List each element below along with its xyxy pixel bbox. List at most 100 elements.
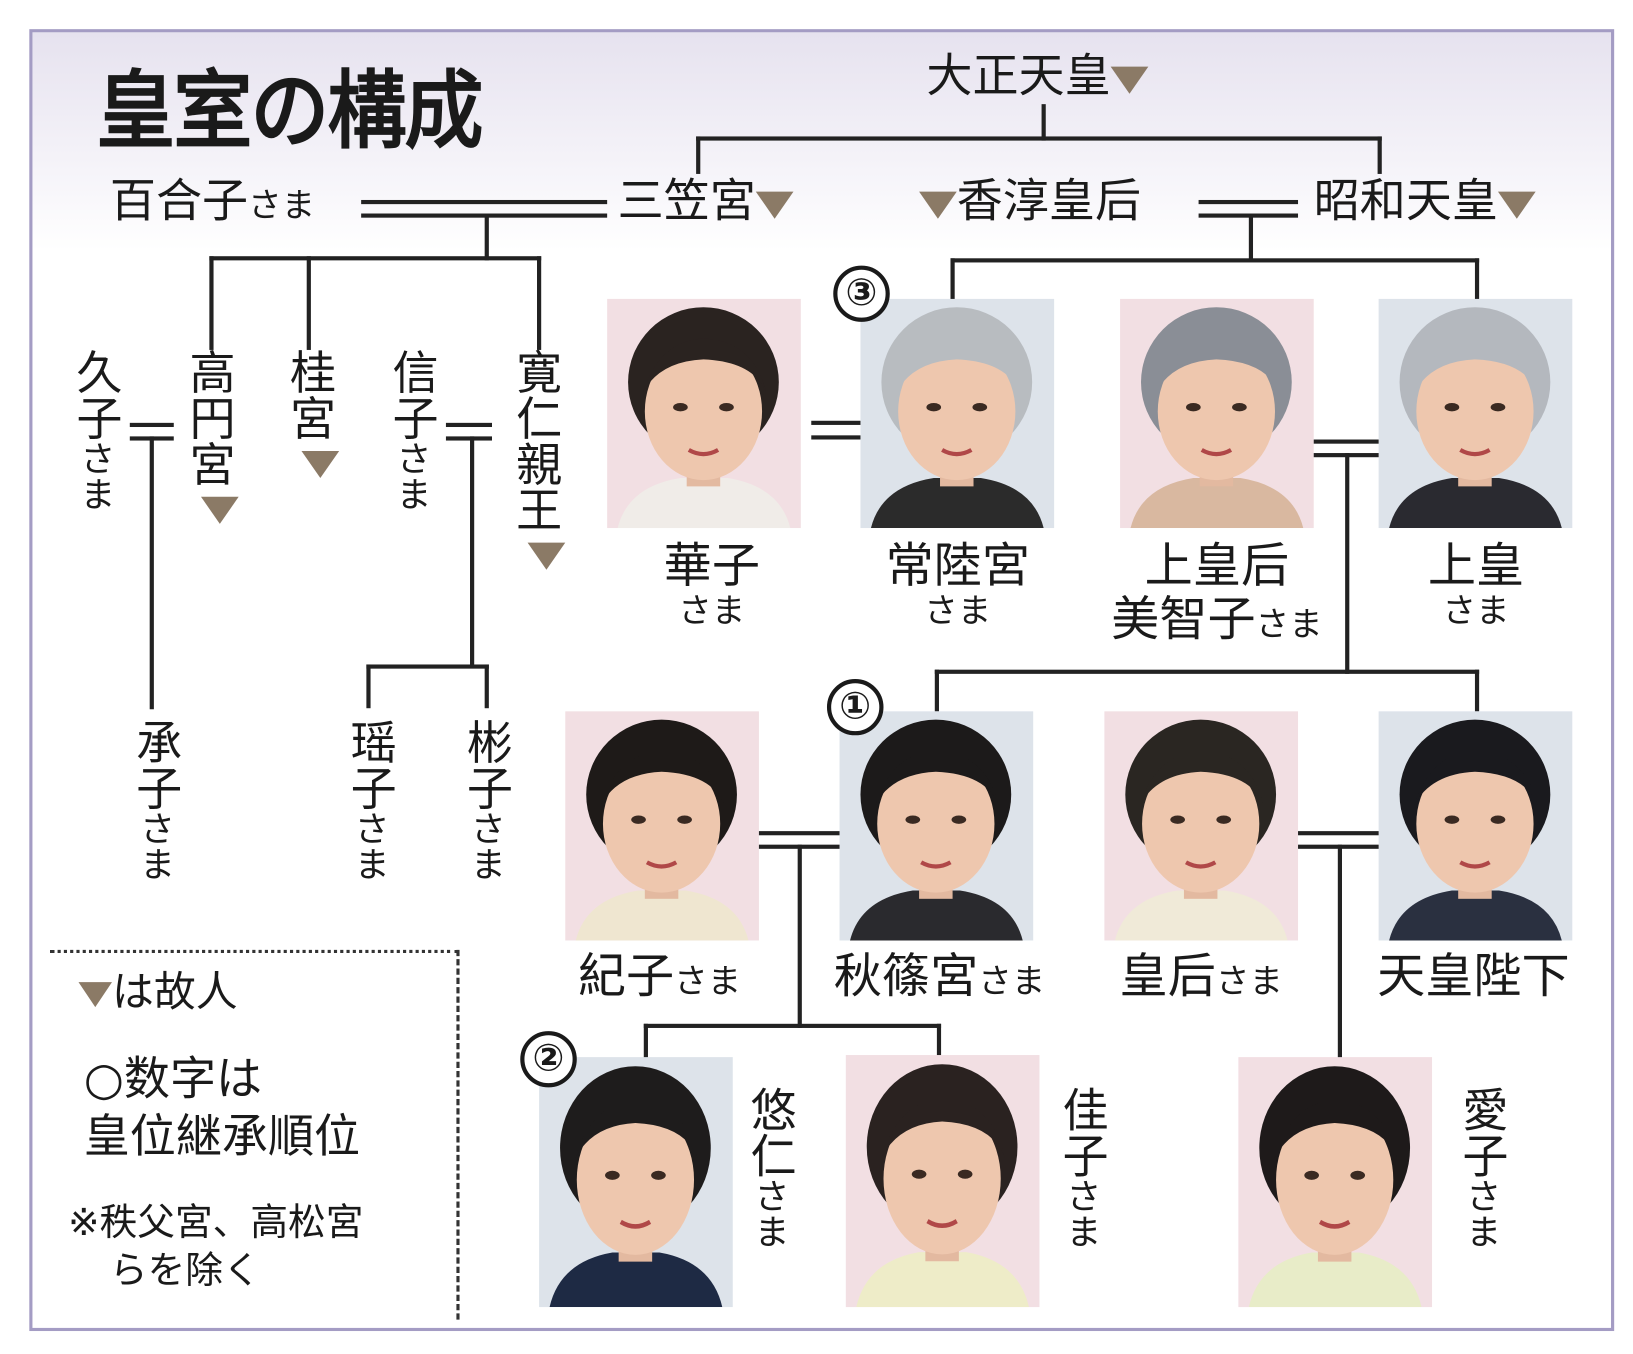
photo-kako: [845, 1055, 1040, 1308]
portrait-silhouette: [549, 1066, 723, 1308]
marriage-line: [1198, 213, 1299, 218]
line: [149, 436, 154, 710]
marriage-line: [758, 831, 840, 836]
name: 高円宮: [181, 348, 235, 487]
fringe: [881, 1098, 1005, 1159]
honorific: さま: [248, 185, 316, 225]
name: 香淳皇后: [956, 174, 1142, 229]
name: 彬子: [458, 718, 512, 811]
legend-succession-line2: 皇位継承順位: [83, 1110, 361, 1164]
line: [1377, 136, 1382, 174]
eye: [1490, 403, 1506, 412]
deceased-marker-icon: [78, 982, 113, 1008]
succession-badge-akishino: ①: [826, 679, 884, 736]
shoulders: [1248, 1252, 1422, 1308]
deceased-marker-icon: [1110, 66, 1149, 94]
fringe: [1139, 750, 1264, 806]
shoulders: [1389, 890, 1562, 941]
label-tenno: 天皇陛下: [1361, 950, 1586, 1003]
honorific: さま: [1059, 1177, 1102, 1249]
fringe: [574, 1100, 699, 1160]
eye: [1216, 815, 1232, 824]
eye: [1490, 815, 1506, 824]
person-nobuko: 信子さま: [384, 349, 437, 511]
legend-deceased: は故人: [78, 968, 238, 1017]
person-showa: 昭和天皇: [1314, 179, 1536, 225]
fringe: [896, 338, 1020, 393]
eye: [1232, 403, 1247, 412]
photo-michiko: [1120, 298, 1314, 529]
line: [366, 664, 371, 709]
honorific: さま: [463, 810, 506, 882]
portrait-silhouette: [856, 1064, 1030, 1308]
portrait-silhouette: [1114, 719, 1288, 941]
mouth: [619, 1219, 652, 1229]
line: [696, 136, 701, 174]
name: 三笠宮: [617, 174, 756, 229]
line: [366, 664, 489, 669]
shoulders: [617, 478, 791, 529]
shoulders: [1130, 478, 1304, 529]
name: 佳子: [1054, 1086, 1108, 1178]
person-tsuguko: 承子さま: [128, 719, 181, 881]
shoulders: [1114, 890, 1288, 941]
shoulders: [1389, 478, 1562, 529]
line: [643, 1023, 648, 1059]
deceased-marker-icon: [527, 542, 565, 570]
fringe: [642, 338, 767, 393]
mouth: [1318, 1219, 1351, 1229]
eye: [1444, 815, 1460, 824]
honorific: さま: [978, 961, 1046, 1001]
fringe: [1155, 338, 1280, 393]
person-hisako: 久子さま: [68, 349, 121, 511]
line: [1474, 669, 1480, 712]
honorific: さま: [924, 590, 992, 630]
eye: [951, 815, 967, 824]
fringe: [1414, 338, 1538, 393]
name: 瑶子: [342, 718, 396, 811]
legend-text: は故人: [112, 968, 238, 1017]
marriage-line: [445, 422, 492, 428]
name: 桂宮: [281, 348, 335, 441]
line: [934, 669, 939, 712]
label-hitachi: 常陸宮さま: [864, 539, 1052, 628]
person-yuriko: 百合子さま: [110, 179, 315, 225]
eye: [651, 1170, 666, 1180]
face: [644, 342, 763, 481]
eye: [1350, 1170, 1366, 1180]
line: [484, 215, 489, 261]
name: 悠仁: [742, 1086, 796, 1178]
eye: [677, 815, 692, 824]
marriage-line: [1313, 439, 1379, 444]
marriage-line: [129, 422, 174, 428]
line: [306, 256, 311, 350]
marriage-line: [811, 435, 861, 440]
portrait-silhouette: [850, 719, 1023, 941]
line: [950, 258, 955, 300]
name: 紀子: [577, 947, 675, 1005]
portrait-silhouette: [617, 307, 791, 529]
line: [537, 256, 542, 350]
eye: [957, 1169, 973, 1179]
eye: [631, 815, 646, 824]
label-joko: 上皇さま: [1392, 539, 1559, 628]
chart-title: 皇室の構成: [96, 62, 483, 162]
name: 昭和天皇: [1313, 174, 1498, 229]
honorific: さま: [347, 810, 390, 882]
mouth: [1184, 860, 1217, 869]
deceased-marker-icon: [300, 450, 339, 479]
person-takamado: 高円宮: [181, 348, 239, 524]
fringe: [875, 750, 999, 806]
person-hisahito: 悠仁さま: [742, 1086, 795, 1248]
title: 上皇后: [1144, 537, 1290, 594]
eye: [972, 403, 988, 412]
label-kiko: 紀子さま: [555, 950, 764, 1003]
line: [209, 256, 542, 261]
face: [1157, 342, 1276, 481]
shoulders: [870, 478, 1044, 529]
name: 大正天皇: [926, 49, 1111, 104]
honorific: さま: [1459, 1177, 1502, 1249]
shoulders: [856, 1252, 1030, 1308]
name: 皇后: [1119, 947, 1216, 1005]
